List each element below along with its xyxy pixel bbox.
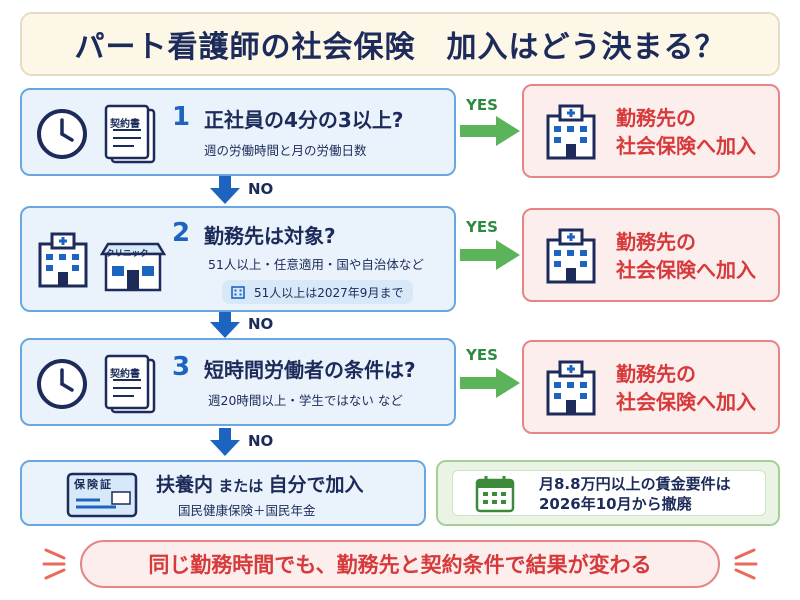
yes-label: YES [466, 218, 498, 236]
no-arrow [210, 312, 240, 338]
no-label: NO [248, 432, 274, 450]
contract-document-icon [104, 354, 156, 414]
insurance-card-icon [66, 472, 138, 518]
no-label: NO [248, 315, 274, 333]
step-2-box: クリニック 2 勤務先は対象? 51人以上・任意適用・国や自治体など 51人以上… [20, 206, 456, 312]
yes-label: YES [466, 346, 498, 364]
page-title: パート看護師の社会保険 加入はどう決まる？ [74, 30, 726, 65]
no-label: NO [248, 180, 274, 198]
calendar-icon [475, 476, 515, 513]
clinic-label: クリニック [106, 249, 149, 259]
note-text: 51人以上は2027年9月まで [254, 285, 404, 300]
wage-requirement-inner: 月8.8万円以上の賃金要件は 2026年10月から撤廃 [452, 470, 766, 516]
no-arrow [210, 428, 240, 456]
result-box-3: 勤務先の 社会保険へ加入 [522, 340, 780, 434]
step-3-box: 契約書 3 短時間労働者の条件は? 週20時間以上・学生ではない など [20, 338, 456, 426]
step-question: 短時間労働者の条件は? [204, 358, 416, 382]
clock-icon [37, 359, 87, 409]
wage-requirement-box: 月8.8万円以上の賃金要件は 2026年10月から撤廃 [436, 460, 780, 526]
result-text: 勤務先の 社会保険へ加入 [616, 106, 756, 158]
title-banner: パート看護師の社会保険 加入はどう決まる？ [20, 12, 780, 76]
step-number: 3 [172, 352, 191, 382]
result-text: 勤務先の 社会保険へ加入 [616, 362, 756, 414]
building-icon [231, 286, 245, 299]
emphasis-lines-icon [734, 548, 758, 580]
contract-document-icon [104, 104, 156, 164]
yes-arrow [460, 368, 520, 398]
hospital-icon [546, 360, 596, 416]
hospital-icon [38, 232, 88, 288]
contract-label: 契約書 [110, 119, 140, 130]
clock-icon [37, 109, 87, 159]
step-subtext: 週20時間以上・学生ではない など [208, 393, 403, 408]
yes-label: YES [466, 96, 498, 114]
hospital-icon [546, 228, 596, 284]
no-arrow [210, 176, 240, 204]
yes-arrow [460, 116, 520, 146]
step-number: 1 [172, 102, 191, 132]
result-text: 勤務先の 社会保険へ加入 [616, 230, 756, 282]
step-question: 正社員の4分の3以上? [204, 108, 404, 132]
final-outcome-subtext: 国民健康保険＋国民年金 [178, 503, 316, 518]
result-box-2: 勤務先の 社会保険へ加入 [522, 208, 780, 302]
wage-requirement-text: 月8.8万円以上の賃金要件は 2026年10月から撤廃 [539, 475, 731, 513]
result-box-1: 勤務先の 社会保険へ加入 [522, 84, 780, 178]
step-1-box: 契約書 1 正社員の4分の3以上? 週の労働時間と月の労働日数 [20, 88, 456, 176]
deadline-note: 51人以上は2027年9月まで [222, 280, 414, 304]
clinic-icon [100, 242, 166, 292]
footer-text: 同じ勤務時間でも、勤務先と契約条件で結果が変わる [148, 553, 652, 577]
step-subtext: 51人以上・任意適用・国や自治体など [208, 257, 424, 272]
step-subtext: 週の労働時間と月の労働日数 [204, 143, 367, 158]
final-outcome-box: 保険証 扶養内 または 自分で加入 国民健康保険＋国民年金 [20, 460, 426, 526]
final-outcome-title: 扶養内 または 自分で加入 [156, 474, 364, 496]
footer-banner: 同じ勤務時間でも、勤務先と契約条件で結果が変わる [80, 540, 720, 588]
contract-label: 契約書 [110, 369, 140, 380]
step-number: 2 [172, 218, 191, 248]
hospital-icon [546, 104, 596, 160]
step-question: 勤務先は対象? [204, 224, 336, 248]
card-label: 保険証 [74, 478, 113, 491]
yes-arrow [460, 240, 520, 270]
emphasis-lines-icon [42, 548, 66, 580]
